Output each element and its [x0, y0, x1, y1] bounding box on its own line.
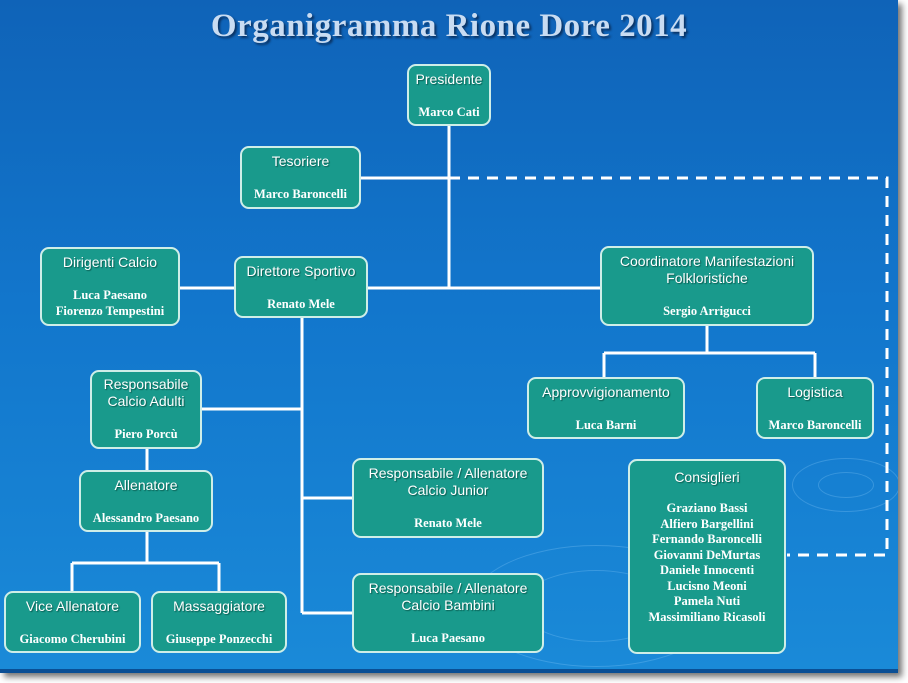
org-box-presidente: Presidente Marco Cati [407, 64, 491, 126]
person-name: Renato Mele [267, 297, 335, 311]
role-label: Coordinatore Manifestazioni Folkloristic… [619, 253, 795, 286]
person-name: Luca Paesano [73, 288, 147, 302]
person-name: Luca Barni [575, 418, 637, 432]
person-name: Alfiero Bargellini [660, 516, 754, 531]
water-ripple-decoration [792, 458, 898, 512]
org-box-allenatore: Allenatore Alessandro Paesano [79, 470, 213, 532]
org-box-massaggiatore: Massaggiatore Giuseppe Ponzecchi [151, 591, 287, 653]
person-name: Alessandro Paesano [92, 511, 200, 525]
chart-title: Organigramma Rione Dore 2014 [210, 8, 688, 44]
person-name: Giovanni DeMurtas [653, 547, 761, 562]
person-name: Luca Paesano [411, 631, 485, 645]
person-name: Giuseppe Ponzecchi [165, 632, 273, 646]
org-box-responsabile-calcio-bambini: Responsabile / Allenatore Calcio Bambini… [352, 573, 544, 653]
slide: Organigramma Rione Dore 2014 Presidente [0, 0, 898, 673]
connector-lines [0, 0, 898, 673]
person-name: Piero Porcù [114, 427, 178, 441]
role-label: Responsabile / Allenatore Calcio Junior [368, 465, 528, 498]
role-label: Responsabile Calcio Adulti [103, 376, 189, 409]
person-name: Marco Baroncelli [768, 418, 862, 432]
role-label: Direttore Sportivo [246, 263, 356, 279]
role-label: Tesoriere [271, 153, 330, 169]
org-box-logistica: Logistica Marco Baroncelli [756, 377, 874, 439]
person-name: Marco Cati [418, 105, 480, 119]
role-label: Approvvigionamento [542, 384, 670, 400]
person-name: Fernando Baroncelli [652, 532, 762, 546]
person-name: Renato Mele [414, 516, 482, 530]
org-box-direttore-sportivo: Direttore Sportivo Renato Mele [234, 256, 368, 318]
person-name: Sergio Arrigucci [663, 304, 751, 318]
role-label: Vice Allenatore [25, 598, 120, 614]
role-label: Presidente [415, 71, 483, 87]
person-name: Giacomo Cherubini [19, 632, 126, 646]
person-name: Pamela Nuti [673, 594, 741, 608]
person-name: Daniele Innocenti [659, 563, 755, 577]
person-name: Massimiliano Ricasoli [648, 609, 766, 624]
role-label: Dirigenti Calcio [62, 254, 158, 270]
org-box-coordinatore: Coordinatore Manifestazioni Folkloristic… [600, 246, 814, 326]
dashed-connector-consiglieri [449, 176, 889, 557]
org-box-consiglieri: Consiglieri Graziano Bassi Alfiero Barge… [628, 459, 786, 654]
org-box-responsabile-calcio-adulti: Responsabile Calcio Adulti Piero Porcù [90, 370, 202, 449]
person-name: Graziano Bassi [666, 501, 748, 515]
org-box-approvvigionamento: Approvvigionamento Luca Barni [527, 377, 685, 439]
role-label: Allenatore [114, 477, 178, 493]
role-label: Massaggiatore [173, 598, 265, 614]
org-box-vice-allenatore: Vice Allenatore Giacomo Cherubini [4, 591, 141, 653]
person-name: Fiorenzo Tempestini [55, 303, 165, 318]
role-label: Responsabile / Allenatore Calcio Bambini [368, 580, 528, 613]
role-label: Consiglieri [674, 469, 740, 485]
org-box-dirigenti-calcio: Dirigenti Calcio Luca Paesano Fiorenzo T… [40, 247, 180, 326]
org-box-responsabile-calcio-junior: Responsabile / Allenatore Calcio Junior … [352, 458, 544, 538]
org-box-tesoriere: Tesoriere Marco Baroncelli [240, 146, 361, 209]
person-name: Lucisno Meoni [667, 578, 747, 593]
person-name: Marco Baroncelli [254, 187, 347, 201]
role-label: Logistica [787, 384, 843, 400]
